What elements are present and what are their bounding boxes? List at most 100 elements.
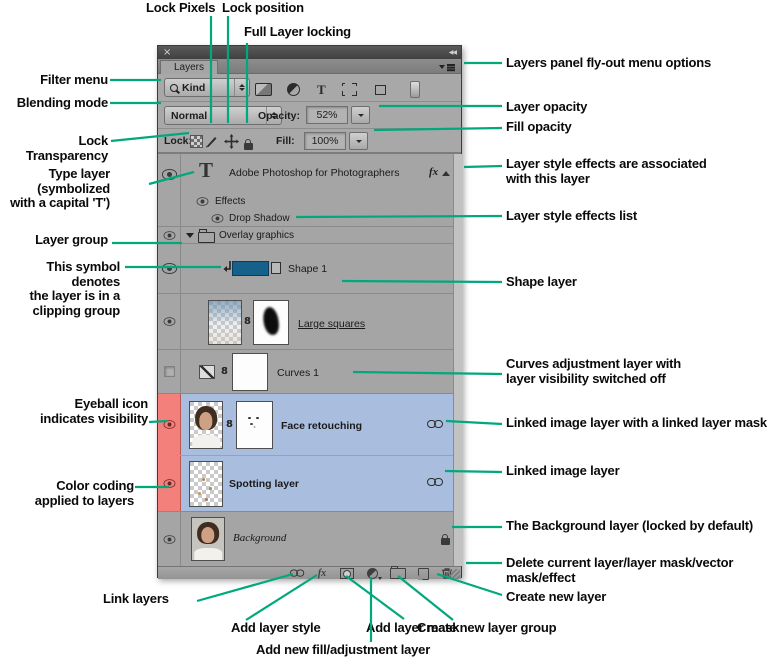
visibility-toggle[interactable] <box>158 512 181 566</box>
visibility-toggle[interactable] <box>158 456 181 511</box>
eye-icon <box>163 534 175 544</box>
layer-row-face-retouching[interactable]: 8 Face retouching <box>158 394 453 456</box>
fx-badge: fx <box>429 166 439 178</box>
layer-name: Shape 1 <box>288 263 328 275</box>
layer-thumbnail[interactable] <box>208 300 242 345</box>
search-icon <box>170 83 178 92</box>
label-curves-adjustment: Curves adjustment layer with layer visib… <box>506 356 682 386</box>
collapse-effects-icon[interactable] <box>442 171 450 176</box>
drop-shadow-label: Drop Shadow <box>229 213 290 224</box>
label-create-new-group: Create new layer group <box>417 620 557 635</box>
filter-smartobject-icon[interactable] <box>374 81 390 95</box>
effects-label: Effects <box>215 196 246 207</box>
shape-color-thumbnail[interactable] <box>232 261 269 276</box>
label-clipping-group: This symbol denotes the layer is in a cl… <box>29 259 120 318</box>
lock-position-icon[interactable] <box>224 134 239 149</box>
lock-transparency-icon[interactable] <box>190 135 203 148</box>
group-expand-icon[interactable] <box>186 233 194 238</box>
full-lock-icon[interactable] <box>244 138 253 150</box>
create-layer-button[interactable] <box>414 567 432 580</box>
layer-thumbnail[interactable] <box>189 401 223 449</box>
label-add-layer-mask: Add layer mask <box>366 620 460 635</box>
background-lock-icon <box>441 533 450 545</box>
filter-kind-dropdown[interactable]: Kind <box>164 78 250 97</box>
visibility-toggle[interactable] <box>158 154 181 226</box>
blending-mode-dropdown[interactable]: Normal <box>164 106 282 125</box>
layer-row-type[interactable]: T Adobe Photoshop for Photographers fx E… <box>158 154 453 227</box>
label-fill-opacity: Fill opacity <box>506 119 572 134</box>
label-layer-opacity: Layer opacity <box>506 99 588 114</box>
fill-value-field[interactable]: 100% <box>304 132 346 150</box>
folder-icon <box>198 229 215 243</box>
label-filter-menu: Filter menu <box>40 72 108 87</box>
add-adjustment-layer-button[interactable] <box>363 568 382 580</box>
tab-layers[interactable]: Layers <box>160 60 218 74</box>
link-layers-button[interactable] <box>288 568 306 579</box>
layer-thumbnail[interactable] <box>189 461 223 507</box>
filter-toggle-icon[interactable] <box>409 81 420 98</box>
vector-mask-badge[interactable] <box>271 262 281 274</box>
layer-mask-thumbnail[interactable] <box>236 401 273 449</box>
layer-row-background[interactable]: Background <box>158 512 453 566</box>
filter-adjustment-icon[interactable] <box>287 83 300 96</box>
opacity-label: Opacity: <box>258 110 301 122</box>
resize-grip[interactable] <box>448 569 460 579</box>
layer-row-large-squares[interactable]: 8 Large squares <box>158 294 453 350</box>
filter-shape-icon[interactable] <box>339 81 357 96</box>
visibility-toggle[interactable] <box>158 294 181 349</box>
filter-image-icon[interactable] <box>255 83 272 96</box>
close-icon[interactable]: × <box>163 46 172 58</box>
layer-name: Spotting layer <box>229 478 300 490</box>
clipping-group-icon <box>223 261 231 272</box>
opacity-dropdown-button[interactable] <box>351 106 370 124</box>
lock-pixels-brush-icon[interactable] <box>205 134 219 148</box>
curves-adjustment-icon[interactable] <box>199 365 215 379</box>
drop-shadow-eye-icon[interactable] <box>211 214 224 223</box>
label-flyout: Layers panel fly-out menu options <box>506 55 712 70</box>
fill-dropdown-button[interactable] <box>349 132 368 150</box>
visibility-toggle[interactable] <box>158 244 181 293</box>
link-icon[interactable] <box>427 420 444 429</box>
label-lock-position: Lock position <box>222 0 304 15</box>
layer-name: Face retouching <box>281 420 363 432</box>
layer-row-spotting[interactable]: Spotting layer <box>158 456 453 512</box>
opacity-value-field[interactable]: 52% <box>306 106 348 124</box>
mask-link-icon[interactable]: 8 <box>221 366 228 377</box>
lock-label: Lock: <box>164 135 193 147</box>
label-link-layers: Link layers <box>103 591 169 606</box>
label-color-coding: Color coding applied to layers <box>34 478 134 508</box>
layer-row-curves[interactable]: 8 Curves 1 <box>158 350 453 394</box>
layer-row-shape[interactable]: Shape 1 <box>158 244 453 294</box>
adjustment-mask-thumbnail[interactable] <box>232 353 268 391</box>
mask-blob <box>262 306 280 336</box>
flyout-menu-icon[interactable] <box>439 63 455 71</box>
fill-label: Fill: <box>276 135 295 147</box>
label-lock-pixels: Lock Pixels <box>146 0 216 15</box>
label-add-layer-style: Add layer style <box>231 620 321 635</box>
mask-link-icon[interactable]: 8 <box>244 316 251 327</box>
add-layer-style-button[interactable]: fx <box>317 568 327 579</box>
effects-eye-icon[interactable] <box>196 197 209 206</box>
label-blending-mode: Blending mode <box>16 95 108 110</box>
type-layer-thumbnail[interactable]: T <box>198 158 213 182</box>
dropdown-arrows-icon <box>266 107 281 124</box>
blend-row: Normal Opacity: 52% <box>158 102 461 129</box>
collapse-panel-icon[interactable]: ◀◀ <box>448 49 457 56</box>
panel-bottom-toolbar: fx <box>158 565 461 580</box>
layer-name: Adobe Photoshop for Photographers <box>229 167 400 179</box>
visibility-toggle[interactable] <box>158 394 181 455</box>
eye-icon <box>163 479 175 488</box>
layer-name: Background <box>233 532 287 544</box>
filter-type-icon[interactable]: T <box>317 82 326 97</box>
layer-mask-thumbnail[interactable] <box>253 300 289 345</box>
create-group-button[interactable] <box>389 565 407 579</box>
layer-name: Curves 1 <box>277 367 320 379</box>
layer-thumbnail[interactable] <box>191 517 225 561</box>
add-layer-mask-button[interactable] <box>338 568 356 579</box>
visibility-toggle[interactable] <box>158 227 181 243</box>
link-icon[interactable] <box>427 478 444 487</box>
scrollbar[interactable] <box>453 154 463 566</box>
layer-row-group[interactable]: Overlay graphics <box>158 227 453 244</box>
visibility-toggle[interactable] <box>158 350 181 393</box>
mask-link-icon[interactable]: 8 <box>226 419 233 430</box>
